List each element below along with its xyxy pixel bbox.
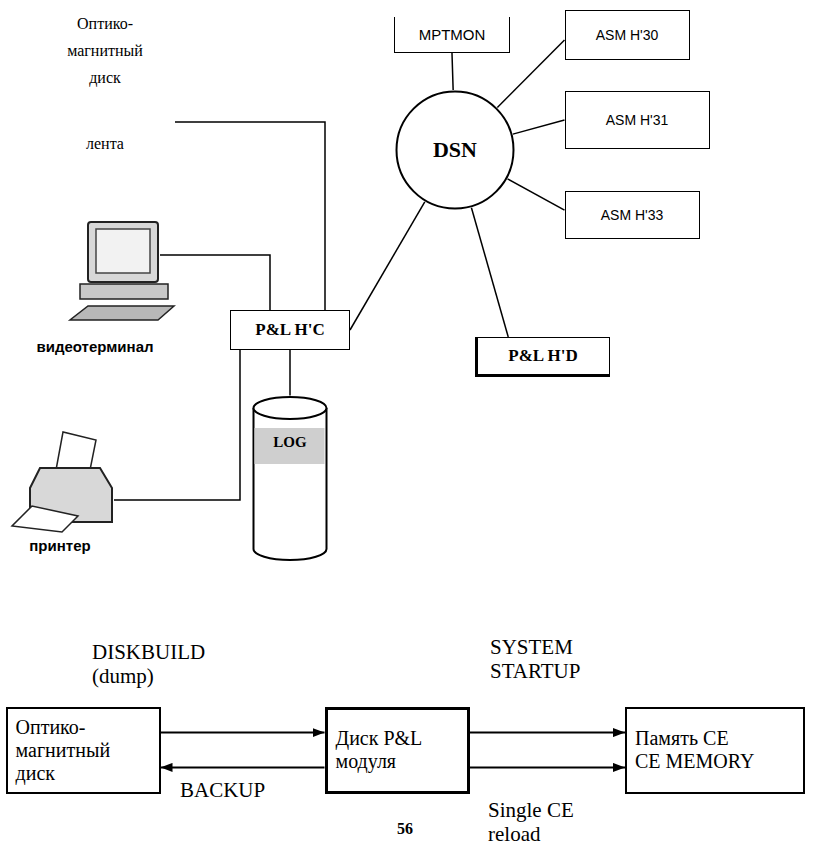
storage-box: Оптико-магнитный диск: [6, 707, 161, 794]
device-label: лента: [50, 130, 160, 157]
device-label: принтер: [10, 537, 110, 554]
page-number: 56: [380, 820, 430, 838]
node-text: Диск P&L модуля: [336, 727, 446, 773]
connector-line: [513, 120, 565, 134]
switch-circle: DSN: [395, 90, 515, 210]
wire: [160, 255, 270, 310]
node-text: P&L H'C: [255, 320, 324, 340]
cylinder-band: [255, 428, 325, 464]
video-terminal-icon: [70, 222, 174, 320]
node-text: CE MEMORY: [635, 750, 754, 773]
edge-label: BACKUP: [180, 778, 320, 802]
connector-line: [471, 208, 508, 337]
module-box: ASM H'33: [565, 191, 700, 239]
node-text: Память CE: [635, 727, 729, 750]
node-text: LOG: [270, 434, 309, 451]
connector-line: [508, 179, 565, 210]
connector-arrow: [470, 732, 626, 734]
memory-box: Память CECE MEMORY: [625, 707, 805, 794]
cylinder-outline: [252, 396, 328, 561]
node-text: Оптико-магнитный диск: [16, 716, 146, 785]
connector-arrow: [161, 732, 325, 734]
edge-label: DISKBUILD (dump): [92, 640, 242, 688]
disk-cylinder: LOG: [252, 396, 328, 561]
circle-outline: [397, 92, 514, 209]
printer-icon: [12, 432, 112, 532]
wire: [114, 350, 240, 500]
edge-label: Single CE reload: [488, 798, 608, 846]
node-text: ASM H'30: [596, 27, 659, 43]
wire: [175, 122, 325, 310]
connector-arrow: [470, 766, 626, 768]
connector-line: [289, 350, 291, 396]
cylinder-outline: [254, 397, 327, 419]
edge-label: SYSTEM STARTUP: [490, 635, 620, 683]
node-text: ASM H'33: [601, 207, 664, 223]
connector-arrow: [161, 766, 325, 768]
connector-line: [350, 202, 425, 330]
module-box: P&L H'D: [475, 337, 610, 377]
monitor-box: MPTMON: [394, 17, 510, 53]
device-label: видеотерминал: [15, 338, 175, 355]
connector-line: [452, 53, 453, 90]
cylinder-outline: [254, 408, 327, 560]
node-text: MPTMON: [419, 26, 486, 43]
node-text: DSN: [433, 137, 477, 163]
module-box: ASM H'31: [565, 91, 710, 149]
storage-box: Диск P&L модуля: [325, 707, 470, 794]
module-box: ASM H'30: [565, 10, 690, 60]
module-box: P&L H'C: [230, 310, 350, 350]
node-text: P&L H'D: [508, 346, 577, 366]
device-label: Оптико-магнитный диск: [50, 10, 160, 91]
node-text: ASM H'31: [606, 112, 669, 128]
